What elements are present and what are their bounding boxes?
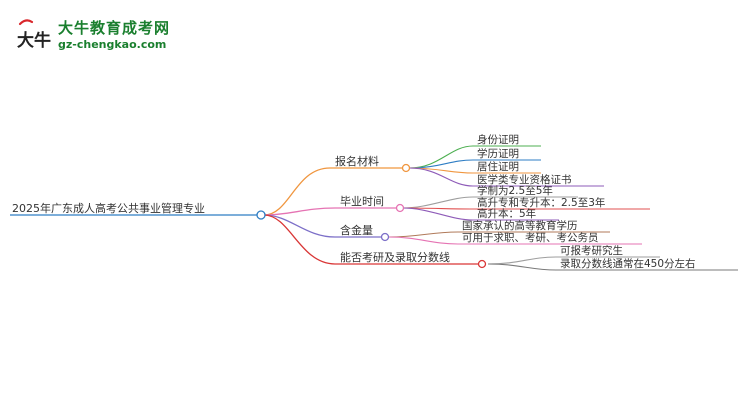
logo-mark-icon: 大牛	[17, 19, 51, 51]
root-node-circle	[256, 210, 266, 220]
logo-site-name: 大牛教育成考网	[58, 19, 171, 37]
leaf-education-proof[interactable]: 学历证明	[477, 148, 519, 160]
branch-node-circle	[395, 203, 405, 213]
site-logo[interactable]: 大牛 大牛教育成考网 gz-chengkao.com	[14, 14, 184, 62]
leaf-gaoshengben[interactable]: 高升本：5年	[477, 208, 537, 220]
branch-registration-materials[interactable]: 报名材料	[335, 155, 379, 168]
leaf-recognized-degree[interactable]: 国家承认的高等教育学历	[462, 220, 578, 232]
leaf-usage[interactable]: 可用于求职、考研、考公务员	[462, 232, 599, 244]
leaf-residence-proof[interactable]: 居住证明	[477, 161, 519, 173]
branch-node-circle	[477, 259, 487, 269]
branch-graduation-time[interactable]: 毕业时间	[340, 195, 384, 208]
logo-glyph: 大牛	[17, 30, 51, 51]
branch-postgrad-and-score[interactable]: 能否考研及录取分数线	[340, 251, 450, 264]
logo-url: gz-chengkao.com	[58, 38, 167, 51]
leaf-score-line[interactable]: 录取分数线通常在450分左右	[560, 258, 696, 270]
branch-node-circle	[380, 232, 390, 242]
leaf-medical-certificate[interactable]: 医学类专业资格证书	[477, 174, 572, 186]
mindmap-root[interactable]: 2025年广东成人高考公共事业管理专业	[12, 202, 205, 215]
leaf-can-apply-postgrad[interactable]: 可报考研究生	[560, 245, 623, 257]
leaf-gaosheng-zhuanshengben[interactable]: 高升专和专升本：2.5至3年	[477, 197, 606, 209]
leaf-study-duration[interactable]: 学制为2.5至5年	[477, 185, 553, 197]
branch-value[interactable]: 含金量	[340, 224, 373, 237]
leaf-id-proof[interactable]: 身份证明	[477, 134, 519, 146]
branch-node-circle	[401, 163, 411, 173]
